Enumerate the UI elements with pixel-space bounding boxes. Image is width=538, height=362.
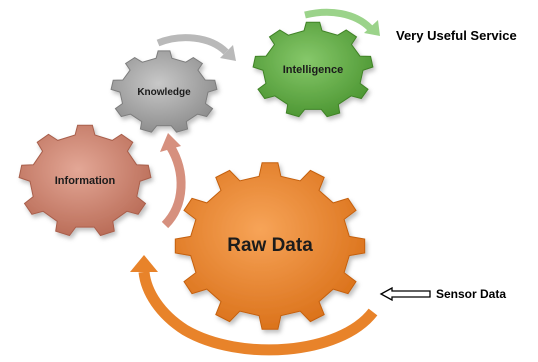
- curved-arrow-grey: [156, 34, 236, 61]
- curved-arrow-orange: [130, 255, 378, 356]
- curved-arrow-salmon: [160, 133, 186, 229]
- gear-intelligence-label: Intelligence: [283, 64, 344, 76]
- curved-arrow-green: [304, 8, 380, 36]
- gear-knowledge: Knowledge: [110, 50, 218, 133]
- output-label: Very Useful Service: [396, 28, 517, 43]
- gear-raw-data-label: Raw Data: [227, 235, 313, 256]
- gear-intelligence: Intelligence: [252, 21, 374, 118]
- input-label: Sensor Data: [436, 287, 506, 301]
- gear-information: Information: [18, 124, 152, 237]
- gear-raw-data: Raw Data: [174, 162, 366, 330]
- input-arrow-icon: [379, 286, 431, 302]
- gear-information-label: Information: [55, 175, 116, 187]
- gear-knowledge-label: Knowledge: [137, 87, 191, 98]
